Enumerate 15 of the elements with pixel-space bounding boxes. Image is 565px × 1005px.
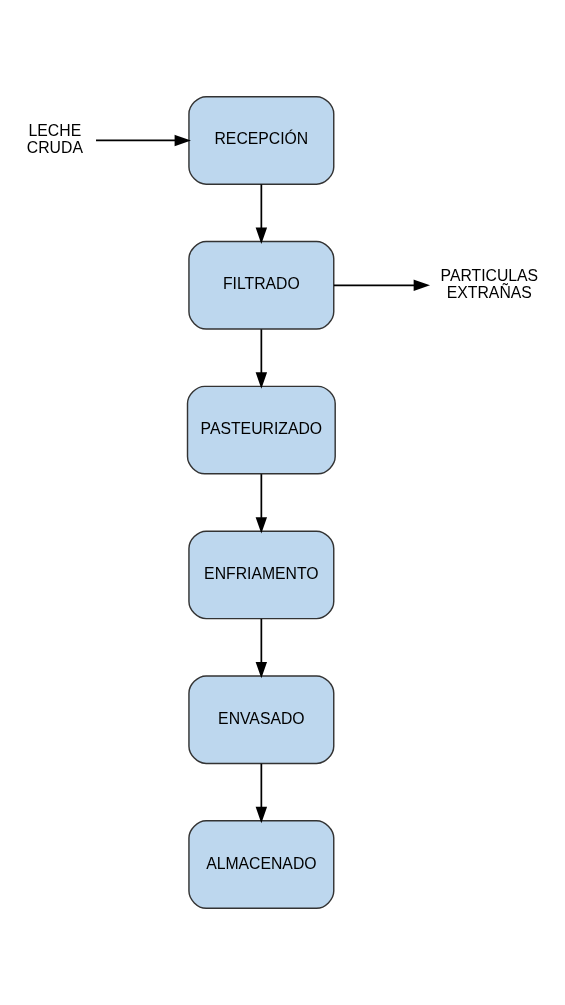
node-text: LECHE CRUDA xyxy=(26,121,83,157)
arrow xyxy=(255,328,268,389)
arrow xyxy=(255,618,268,679)
node-box: ENFRIAMENTO xyxy=(188,530,335,620)
arrow xyxy=(255,473,268,534)
arrow xyxy=(95,134,191,147)
node-box: RECEPCIÓN xyxy=(188,96,335,185)
node-box: ENVASADO xyxy=(188,675,335,765)
arrow xyxy=(255,183,268,244)
node-text: PARTICULAS EXTRAÑAS xyxy=(440,266,539,301)
node-box: PASTEURIZADO xyxy=(186,385,336,475)
arrow xyxy=(333,279,430,291)
arrow xyxy=(255,762,268,824)
node-box: FILTRADO xyxy=(188,240,335,330)
node-box: ALMACENADO xyxy=(188,820,335,909)
